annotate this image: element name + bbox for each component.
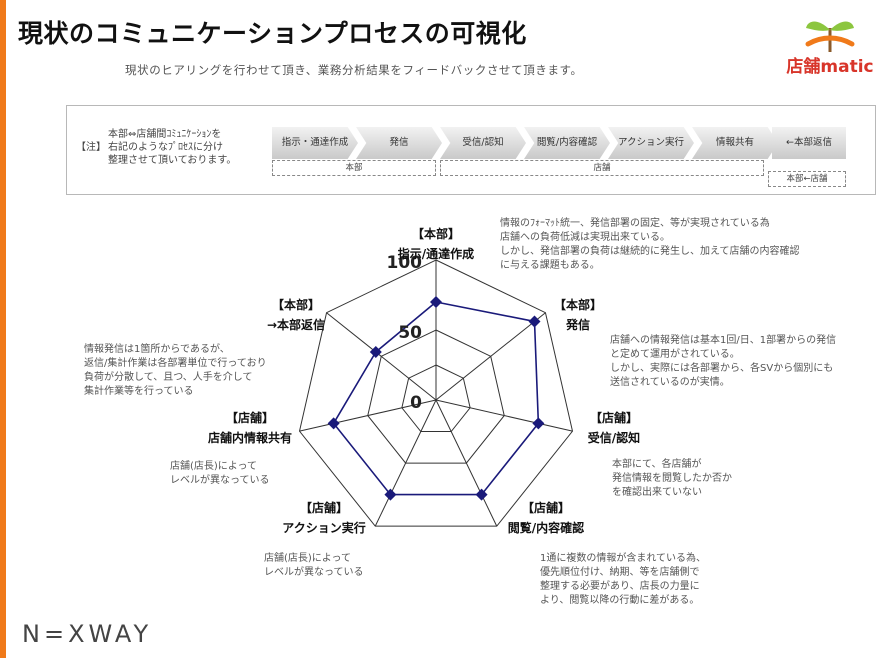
radar-axis-label: 発信 <box>565 317 590 332</box>
note-line: 整理させて頂いております。 <box>108 155 237 166</box>
radar-series-line <box>332 301 540 496</box>
process-flow-box <box>66 105 876 195</box>
radar-spoke <box>299 399 437 432</box>
radar-data-point <box>369 345 382 358</box>
process-note: 【注】 本部⇔店舗間ｺﾐｭﾆｹｰｼｮﾝを 右記のようなﾌﾟﾛｾｽに分け 整理させ… <box>70 128 270 167</box>
process-step: 発信 <box>356 127 442 159</box>
radar-tick-label: 0 <box>410 393 422 413</box>
radar-grid-ring <box>367 329 505 464</box>
radar-data-point <box>528 315 541 328</box>
page-subtitle: 現状のヒアリングを行わせて頂き、業務分析結果をフィードバックさせて頂きます。 <box>125 63 583 77</box>
radar-grid-ring <box>298 259 574 527</box>
radar-spoke <box>435 312 546 401</box>
radar-spoke <box>374 399 437 527</box>
process-group-honbu: 本部 <box>272 160 436 176</box>
radar-axis-label: アクション実行 <box>282 520 365 535</box>
radar-tick-label: 100 <box>387 253 423 273</box>
radar-axis-tag: 【店舗】 <box>300 500 348 515</box>
radar-axis-tag: 【本部】 <box>554 297 602 312</box>
description-3: 本部にて、各店舗が発信情報を閲覧したか否かを確認出来ていない <box>612 459 732 498</box>
radar-axis-tag: 【店舗】 <box>522 500 570 515</box>
sprout-icon <box>805 21 855 52</box>
process-step: 情報共有 <box>692 127 778 159</box>
process-group-return: 本部←店舗 <box>768 171 846 187</box>
process-step: 指示・通達作成 <box>272 127 358 159</box>
radar-grid-ring <box>401 364 471 433</box>
radar-axis-tag: 【本部】 <box>272 297 320 312</box>
left-accent-bar <box>0 0 6 658</box>
radar-axis-label: 閲覧/内容確認 <box>508 520 584 535</box>
radar-data-point <box>327 417 340 430</box>
description-5: 店舗(店長)によってレベルが異なっている <box>264 553 364 578</box>
radar-data-point <box>475 488 488 501</box>
radar-data-point <box>430 296 442 308</box>
radar-axis-tag: 【店舗】 <box>226 410 274 425</box>
footer-logo: N=XWAY <box>22 620 153 648</box>
process-group-tenpo: 店舗 <box>440 160 764 176</box>
radar-data-point <box>532 417 545 430</box>
brand-logo-text: 店舗matic <box>786 57 874 77</box>
note-line: 本部⇔店舗間ｺﾐｭﾆｹｰｼｮﾝを <box>108 129 222 140</box>
radar-axis-tag: 【店舗】 <box>590 410 638 425</box>
process-step: アクション実行 <box>608 127 694 159</box>
description-7: 情報発信は1箇所からであるが、返信/集計作業は各部署単位で行っており負荷が分散し… <box>84 344 267 397</box>
process-step: ←本部返信 <box>772 127 846 159</box>
radar-data-point <box>384 488 397 501</box>
process-step: 受信/認知 <box>440 127 526 159</box>
process-step: 閲覧/内容確認 <box>524 127 610 159</box>
radar-axis-label: 指示/通達作成 <box>398 246 474 261</box>
radar-axis-label: 店舗内情報共有 <box>208 430 292 445</box>
description-2: 店舗への情報発信は基本1回/日、1部署からの発信と定めて運用がされている。しかし… <box>610 335 837 388</box>
radar-spoke <box>435 399 498 527</box>
radar-tick-label: 50 <box>398 323 422 343</box>
page-title: 現状のコミュニケーションプロセスの可視化 <box>18 19 527 48</box>
radar-spoke <box>435 399 573 432</box>
note-tag: 【注】 <box>76 142 106 153</box>
description-1: 情報のﾌｫｰﾏｯﾄ統一、発信部署の固定、等が実現されている為店舗への負荷低減は実… <box>500 218 800 271</box>
brand-logo: 店舗matic <box>778 10 882 78</box>
radar-axis-tag: 【本部】 <box>412 226 460 241</box>
description-4: 1通に複数の情報が含まれている為、優先順位付け、納期、等を店舗側で整理する必要が… <box>540 553 707 606</box>
note-line: 右記のようなﾌﾟﾛｾｽに分け <box>108 142 223 153</box>
description-6: 店舗(店長)によってレベルが異なっている <box>170 461 270 486</box>
radar-axis-label: 受信/認知 <box>588 430 640 445</box>
radar-spoke <box>326 312 437 401</box>
radar-axis-label: →本部返信 <box>267 317 325 332</box>
